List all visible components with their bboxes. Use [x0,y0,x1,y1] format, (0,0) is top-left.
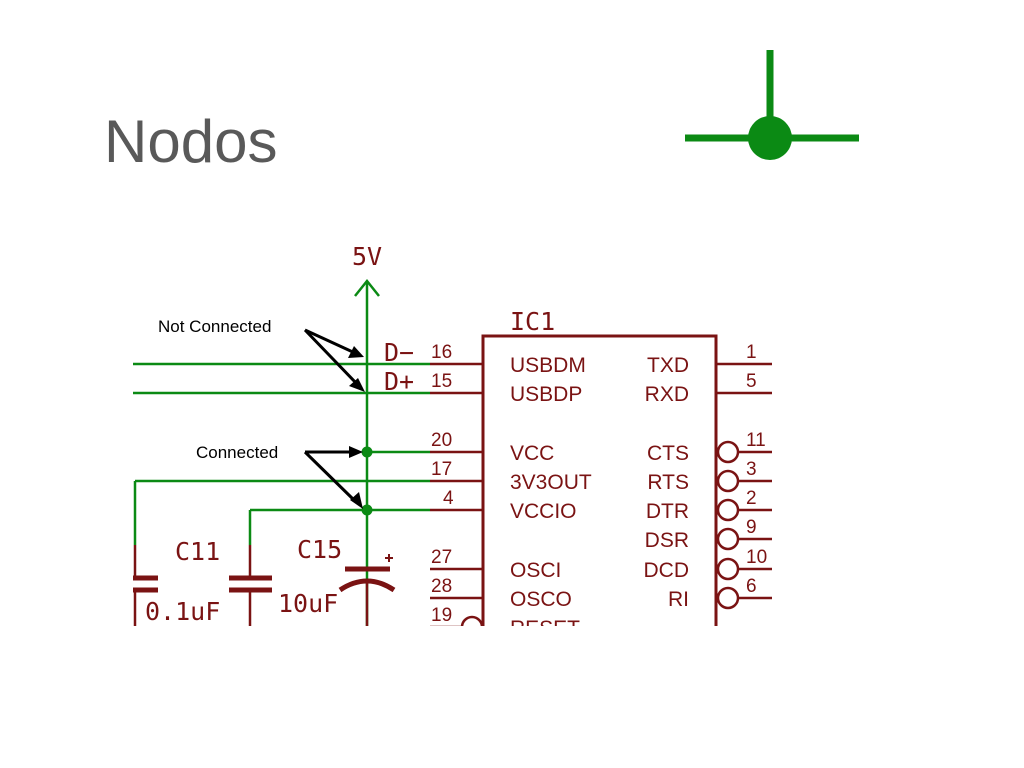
pin-name: VCCIO [510,500,577,523]
pin-name: OSCI [510,559,561,582]
pin-name: CTS [647,442,689,465]
junction-vccio [361,504,373,516]
annotation-arrows [303,328,359,503]
pin-number: 11 [746,430,766,451]
ic-left-pins [430,362,483,626]
pin-number: 2 [746,488,757,509]
pin-number: 1 [746,342,757,363]
capacitor-c11-symbol [229,545,272,626]
pin-number: 5 [746,371,757,392]
capacitor-c15-symbol [338,554,396,626]
ic-name-label: IC1 [510,307,555,336]
annotation-not-connected: Not Connected [158,317,271,336]
pin-number: 10 [746,547,767,568]
pin-name: DCD [644,559,690,582]
pin-number: 16 [431,342,452,363]
pin-number: 3 [746,459,757,480]
junction-vcc [361,446,373,458]
pin-name: RTS [647,471,689,494]
pin-number: 28 [431,576,452,597]
pin-number: 6 [746,576,757,597]
pin-name: DSR [645,529,689,552]
arrowheads [348,346,365,509]
ic-right-pins [716,362,772,610]
ic-body [481,334,718,626]
annotation-connected: Connected [196,443,278,462]
capacitor-partial-symbol [133,545,158,626]
capacitor-c11-name: C11 [175,537,220,566]
pin-name: DTR [646,500,689,523]
pin-number: 27 [431,547,452,568]
pin-number: 4 [443,488,454,509]
pin-number: 15 [431,371,452,392]
pin-name: RXD [645,383,689,406]
pin-number: 17 [431,459,452,480]
capacitor-c15-name: C15 [297,535,342,564]
pin-name: OSCO [510,588,572,611]
pin-name: RESET [510,617,580,640]
capacitor-c15-value: 10uF [278,589,338,618]
junction-node-icon [685,50,859,160]
slide-title: Nodos [104,108,278,175]
pin-number: 19 [431,605,452,626]
pin-name: TXD [647,354,689,377]
net-label-dminus: D− [384,338,414,367]
reset-pin-bubble [460,615,484,626]
pin-name: USBDP [510,383,582,406]
supply-label: 5V [352,242,382,271]
pin-name: RI [668,588,689,611]
net-label-dplus: D+ [384,367,414,396]
pin-name: USBDM [510,354,586,377]
pin-number: 20 [431,430,452,451]
capacitor-c11-value: 0.1uF [145,597,220,626]
pin-name: VCC [510,442,554,465]
pin-number: 9 [746,517,757,538]
pin-name: 3V3OUT [510,471,592,494]
